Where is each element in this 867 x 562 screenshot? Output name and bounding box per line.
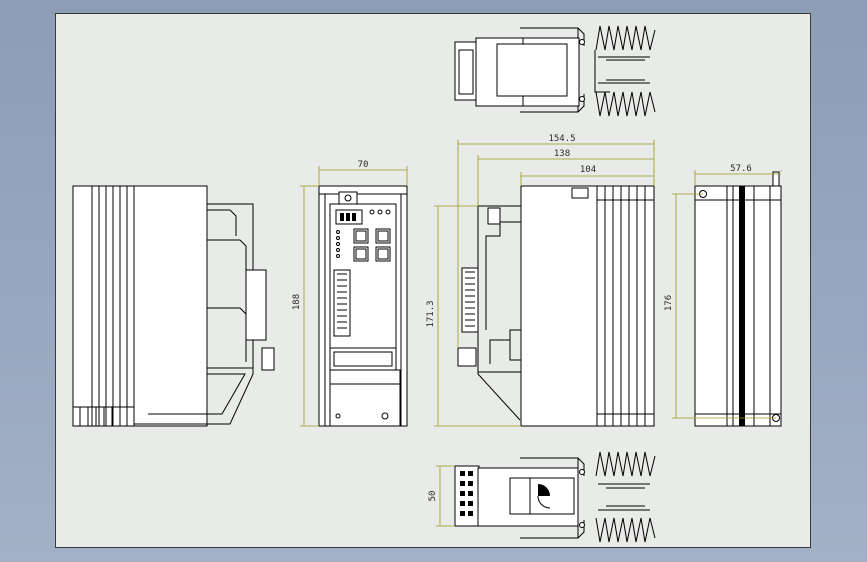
dim-front-width: 70 xyxy=(358,160,369,170)
right-side-view xyxy=(457,185,655,427)
dim-bottom-depth: 50 xyxy=(428,491,438,502)
dim-rear-height: 176 xyxy=(664,295,674,311)
dimension-lines xyxy=(300,140,782,527)
dim-side-height: 171.3 xyxy=(426,300,436,327)
left-side-view xyxy=(72,185,275,427)
bottom-view xyxy=(454,451,656,543)
dim-side-width-heatsink: 104 xyxy=(580,165,596,175)
dimension-labels: 70 188 154.5 138 104 171.3 57.6 176 50 xyxy=(292,134,752,501)
rear-view xyxy=(694,171,782,427)
front-view xyxy=(318,185,408,427)
top-view xyxy=(454,25,656,117)
dim-side-width-overall: 154.5 xyxy=(548,134,575,144)
dim-front-height: 188 xyxy=(292,294,302,310)
dim-side-width-body: 138 xyxy=(554,149,570,159)
dim-rear-width: 57.6 xyxy=(730,164,752,174)
